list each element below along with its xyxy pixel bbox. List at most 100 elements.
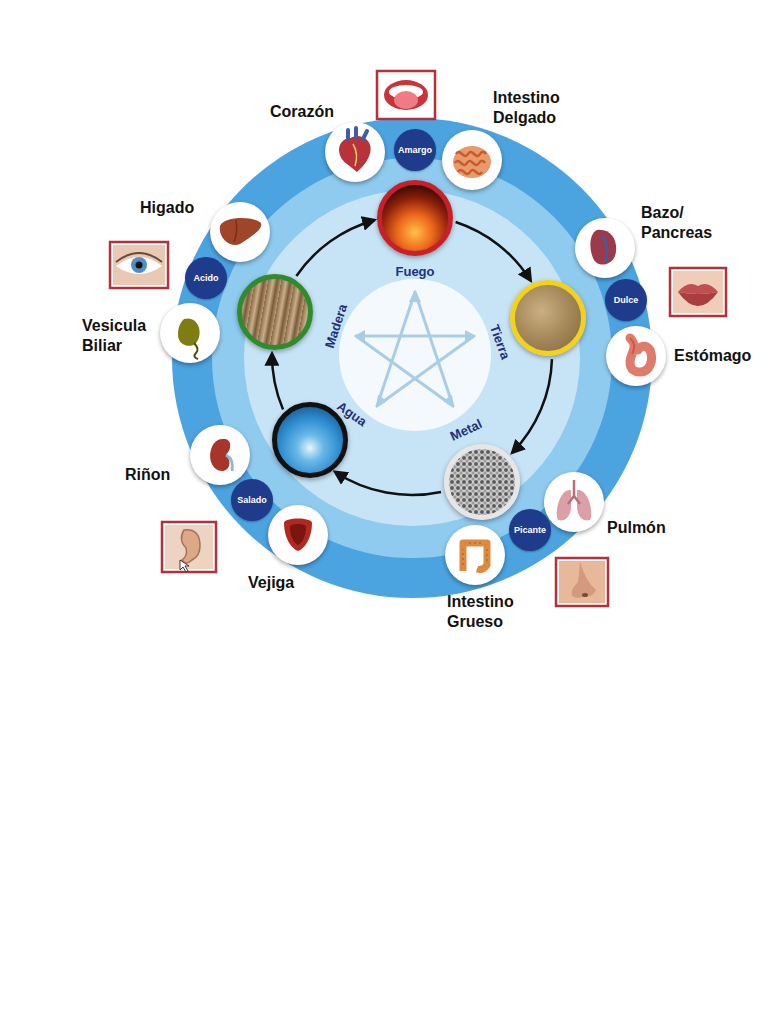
nose-icon-part [556,558,608,606]
taste-label: Acido [193,273,218,283]
cycle-arrow [456,222,531,281]
taste-label: Salado [237,495,267,505]
eye-icon-part [131,257,147,273]
ear-icon-part [165,525,213,569]
heart-illustration-part [353,144,357,166]
taste-label: Picante [514,525,546,535]
element-circle: Agua [272,402,348,478]
element-label: Tierra [487,323,513,362]
element-label: Fuego [396,264,435,279]
stomach-illustration [630,338,652,372]
lungs-illustration-part [568,480,580,504]
tongue-icon-part [384,80,428,110]
organ-circle: Bazo/ Pancreas [575,218,635,278]
taste-label: Amargo [398,145,432,155]
lips-icon-part [678,292,718,306]
ear-icon-part [181,530,200,563]
large-intestine-illustration [463,543,487,571]
eye-icon-part [116,257,162,274]
element-label: Madera [322,302,350,350]
lungs-illustration [557,480,591,521]
ear-icon-part [162,522,216,572]
organ-circle: Higado [210,202,270,262]
pentagram-heads-part [354,330,365,342]
gallbladder-illustration [178,318,200,359]
spleen-illustration-part [590,230,616,265]
heart-illustration-part [339,136,371,172]
element-circle: Tierra [510,280,586,356]
eye-icon-part [113,245,165,285]
organ-circle: Riñon [190,425,250,485]
nose-icon-part [582,593,588,597]
organ-circle: Pulmón [544,472,604,532]
nose-icon-part [572,562,596,598]
nose-icon [556,558,608,606]
pentagram-heads-part [443,395,454,408]
heart-illustration-part [348,128,367,139]
liver-illustration-part [220,218,261,245]
element-label: Metal [448,416,484,444]
spleen-illustration [590,230,616,265]
bladder-illustration [284,519,312,552]
element-label: Agua [334,399,369,430]
large-intestine-illustration-part [463,543,487,571]
organ-circle: Intestino Delgado [442,130,502,190]
pentagram [356,292,474,406]
lungs-illustration-part [557,490,571,521]
ear-icon-part [180,560,189,572]
organ-circle: Vesicula Biliar [160,303,220,363]
lips-icon-part [670,268,726,316]
cycle-arrow [296,220,374,276]
tongue-icon-part [394,91,418,109]
organ-label: Bazo/ Pancreas [641,203,723,243]
bladder-illustration-part [290,524,306,545]
pentagram-heads-part [376,395,387,408]
lips-icon-part [673,271,723,313]
cycle-arrow [335,472,441,495]
organ-label: Higado [140,198,220,218]
stomach-illustration-part [630,338,634,354]
gallbladder-illustration-part [178,318,200,345]
kidney-illustration [210,439,232,471]
organ-label: Estómago [674,346,766,366]
organ-circle: Vejiga [268,505,328,565]
tongue-icon [377,71,435,119]
organ-label: Vejiga [248,573,318,593]
small-intestine-illustration-part [455,152,486,174]
gallbladder-illustration-part [194,343,198,359]
element-circle: Fuego [377,180,453,256]
element-circle: Madera [237,274,313,350]
eye-icon-part [136,262,143,269]
cycle-arrow [512,359,552,453]
liver-illustration [220,218,261,245]
cycle-arrow [272,354,283,410]
taste-circle: Picante [509,509,551,551]
taste-circle: Amargo [394,129,436,171]
element-circle: Metal [444,444,520,520]
ear-icon [162,522,216,572]
taste-circle: Salado [231,479,273,521]
kidney-illustration-part [226,455,232,471]
organ-label: Riñon [125,465,195,485]
organ-label: Intestino Delgado [493,88,575,128]
spleen-illustration-part [603,236,607,262]
organ-circle: Intestino Grueso [445,525,505,585]
organ-circle: Estómago [606,326,666,386]
eye-icon [110,242,168,288]
pentagram-part [356,292,474,406]
lips-icon-part [678,284,718,294]
small-intestine-illustration [453,146,491,178]
organ-label: Intestino Grueso [447,592,529,632]
nose-icon-part [559,561,605,603]
eye-icon-part [116,253,162,262]
eye-icon-part [110,242,168,288]
center-disc [339,279,491,431]
kidney-illustration-part [210,439,230,471]
tongue-icon-part [377,71,435,119]
pentagram-heads-part [465,330,476,342]
bladder-illustration-part [284,519,312,552]
pentagram-heads-part [409,290,421,302]
organ-circle: Corazón [325,122,385,182]
organ-label: Vesicula Biliar [82,316,160,356]
